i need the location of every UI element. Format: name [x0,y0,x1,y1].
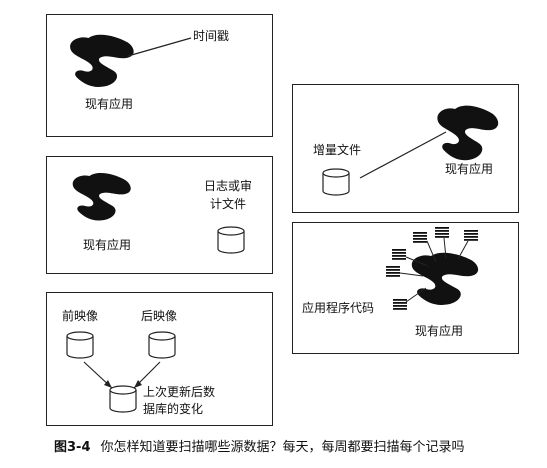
figure-caption: 图3-4 你怎样知道要扫描哪些源数据？每天，每周都要扫描每个记录吗 [54,440,465,456]
before-image-label: 前映像 [62,309,99,323]
panel-before-after-image [46,292,273,426]
timestamp-label: 时间戳 [193,29,230,43]
existing-application-label: 现有应用 [415,324,464,338]
existing-application-label: 现有应用 [445,162,494,176]
after-image-label: 后映像 [141,309,178,323]
delta-file-label: 增量文件 [313,143,362,157]
db-changes-label: 上次更新后数据库的变化 [143,385,216,416]
panel-log-audit [46,156,273,274]
panel-timestamp [46,14,273,137]
log-audit-file-label: 日志或审计文件 [203,179,252,211]
existing-application-label: 现有应用 [85,97,134,111]
existing-application-label: 现有应用 [83,238,132,252]
panel-application-code [292,222,519,354]
figure-number: 图3-4 [54,440,91,455]
application-code-label: 应用程序代码 [302,301,375,315]
figure-caption-text: 你怎样知道要扫描哪些源数据？每天，每周都要扫描每个记录吗 [100,440,465,455]
